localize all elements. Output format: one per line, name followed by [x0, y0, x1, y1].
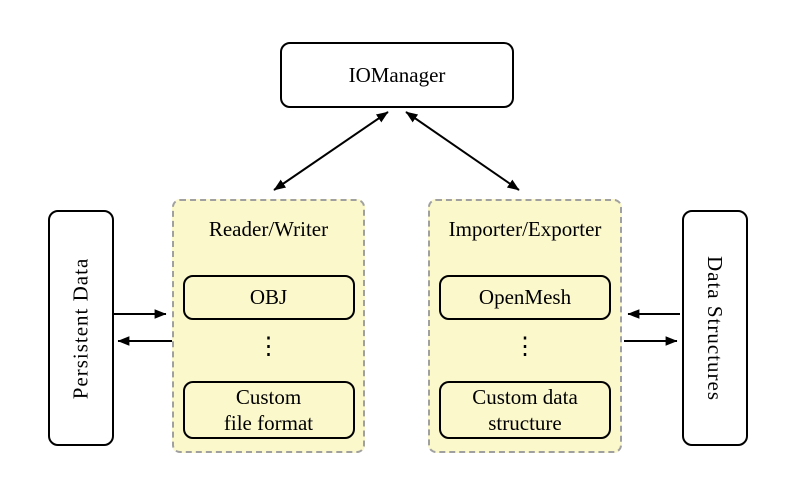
node-custom-data-structure-line1: Custom data: [472, 384, 578, 409]
node-openmesh-label: OpenMesh: [478, 285, 572, 310]
node-obj: OBJ: [182, 275, 355, 320]
group-reader-writer: Reader/Writer OBJ ⋮ Custom file format: [172, 199, 365, 453]
node-custom-data-structure: Custom data structure: [439, 381, 611, 439]
group-reader-writer-title: Reader/Writer: [208, 217, 329, 241]
arrow-iomanager-readerwriter: [273, 111, 389, 191]
node-iomanager-label: IOManager: [348, 62, 446, 87]
node-persistent-data: Persistent Data: [48, 210, 114, 446]
node-data-structures: Data Structures: [682, 210, 748, 446]
node-custom-file-format-line1: Custom: [235, 384, 302, 409]
node-persistent-data-label: Persistent Data: [68, 257, 93, 399]
arrow-iomanager-importerexporter: [405, 111, 520, 191]
group-importer-exporter-title: Importer/Exporter: [448, 217, 602, 241]
node-custom-file-format-line2: file format: [223, 411, 314, 435]
node-data-structures-label: Data Structures: [703, 255, 728, 401]
group-importer-exporter: Importer/Exporter OpenMesh ⋮ Custom data…: [428, 199, 622, 453]
node-iomanager: IOManager: [280, 42, 514, 108]
node-custom-file-format: Custom file format: [182, 381, 355, 439]
node-obj-label: OBJ: [249, 285, 288, 310]
node-openmesh: OpenMesh: [439, 275, 611, 320]
ellipsis-importer-exporter: ⋮: [513, 334, 537, 360]
ellipsis-reader-writer: ⋮: [256, 334, 281, 360]
node-custom-data-structure-line2: structure: [488, 411, 562, 435]
